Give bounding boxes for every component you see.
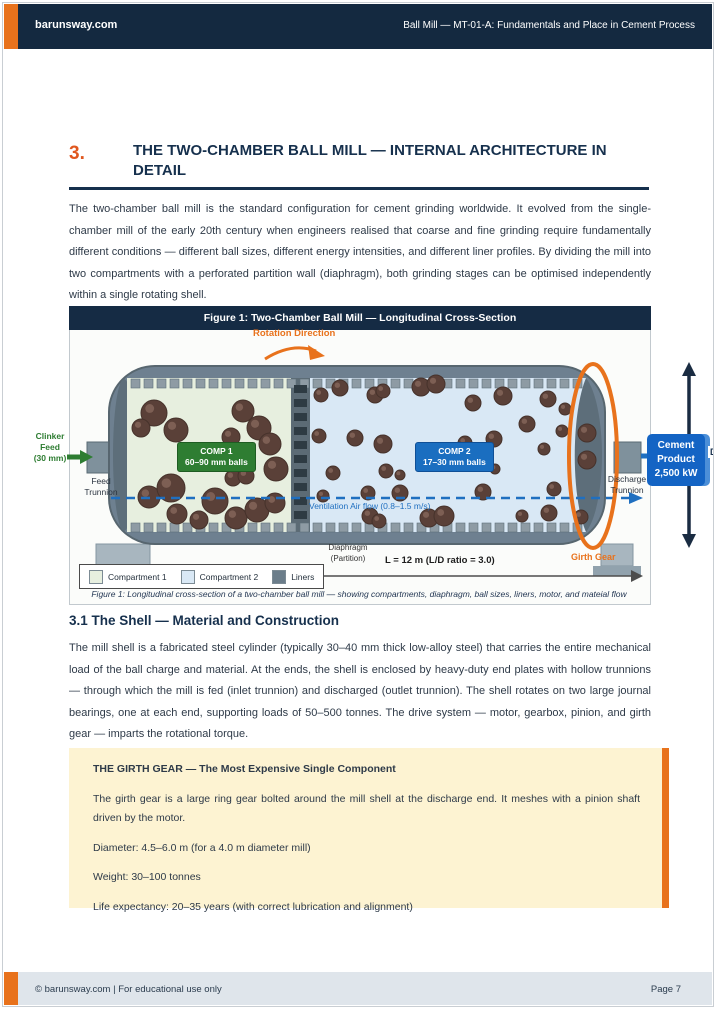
compartment1-swatch	[89, 569, 103, 584]
footer-accent-bar	[4, 972, 18, 1005]
rotation-arrow	[264, 345, 325, 361]
girth-gear-ellipse	[567, 362, 619, 550]
ventilation-label: Ventilation Air flow (0.8–1.5 m/s)	[309, 501, 431, 511]
footer-bar	[4, 972, 712, 1005]
header-bar	[18, 4, 712, 49]
ball-mill-diagram: Rotation Direction Clinker Feed (30 mm) …	[3, 306, 713, 606]
footer-copyright: © barunsway.com | For educational use on…	[35, 984, 222, 995]
callout-line: The girth gear is a large ring gear bolt…	[93, 792, 640, 825]
callout-line: Weight: 30–100 tonnes	[93, 871, 201, 883]
diameter-d-label: D	[708, 446, 713, 458]
heading-rule	[69, 187, 649, 190]
figure-title: Figure 1: Two-Chamber Ball Mill — Longit…	[69, 306, 651, 330]
clinker-feed-label: Clinker Feed (30 mm)	[33, 431, 67, 463]
header-accent-bar	[4, 4, 18, 49]
figure-caption: Figure 1: Longitudinal cross-section of …	[91, 589, 627, 599]
legend-item-liners: Liners	[272, 569, 314, 584]
right-pedestal	[593, 543, 641, 576]
diaphragm-slots	[294, 385, 307, 519]
callout-line: Diameter: 4.5–6.0 m (for a 4.0 m diamete…	[93, 841, 311, 854]
mill-cross-section-svg	[67, 345, 696, 582]
length-dimension-label: L = 12 m (L/D ratio = 3.0)	[385, 555, 495, 566]
legend-item-compartment1: Compartment 1	[89, 569, 167, 584]
compartment2-swatch	[180, 569, 195, 584]
header-site: barunsway.com	[35, 19, 118, 31]
section31-title: 3.1 The Shell — Material and Constructio…	[69, 613, 340, 628]
liners-swatch	[272, 569, 287, 584]
rotation-direction-label: Rotation Direction	[253, 328, 336, 339]
legend-item-compartment2: Compartment 2	[180, 569, 258, 584]
footer-page-number: Page 7	[650, 984, 681, 995]
length-dimension-arrow	[321, 570, 643, 582]
callout-title: THE GIRTH GEAR — The Most Expensive Sing…	[93, 763, 396, 775]
callout-line: Life expectancy: 20–35 years (with corre…	[93, 900, 413, 913]
section-number: 3.	[69, 143, 85, 164]
cement-product-box: Cement Product 2,500 kW	[647, 434, 705, 486]
comp2-label: COMP 2 17–30 mm balls	[415, 442, 494, 472]
girth-gear-label: Girth Gear	[571, 552, 616, 562]
intro-paragraph: The two-chamber ball mill is the standar…	[69, 203, 651, 302]
header-doc-title: Ball Mill — MT-01-A: Fundamentals and Pl…	[403, 20, 695, 31]
diaphragm-label: Diaphragm (Partition)	[328, 543, 368, 563]
girth-gear-callout: THE GIRTH GEAR — The Most Expensive Sing…	[69, 748, 669, 913]
section-title: THE TWO-CHAMBER BALL MILL — INTERNAL ARC…	[133, 142, 607, 179]
ventilation-air-arrow	[111, 492, 643, 504]
feed-trunnion-label: Feed Trunnion	[84, 476, 118, 497]
clinker-feed-arrow	[67, 450, 93, 464]
figure-legend: Compartment 1 Compartment 2 Liners	[79, 564, 325, 589]
section31-paragraph: The mill shell is a fabricated steel cyl…	[69, 642, 651, 741]
comp2-grinding-balls	[311, 374, 597, 529]
comp1-label: COMP 1 60–90 mm balls	[177, 442, 256, 472]
discharge-trunnion-label: Discharge Trunnion	[607, 474, 647, 495]
comp1-grinding-balls	[131, 399, 289, 530]
